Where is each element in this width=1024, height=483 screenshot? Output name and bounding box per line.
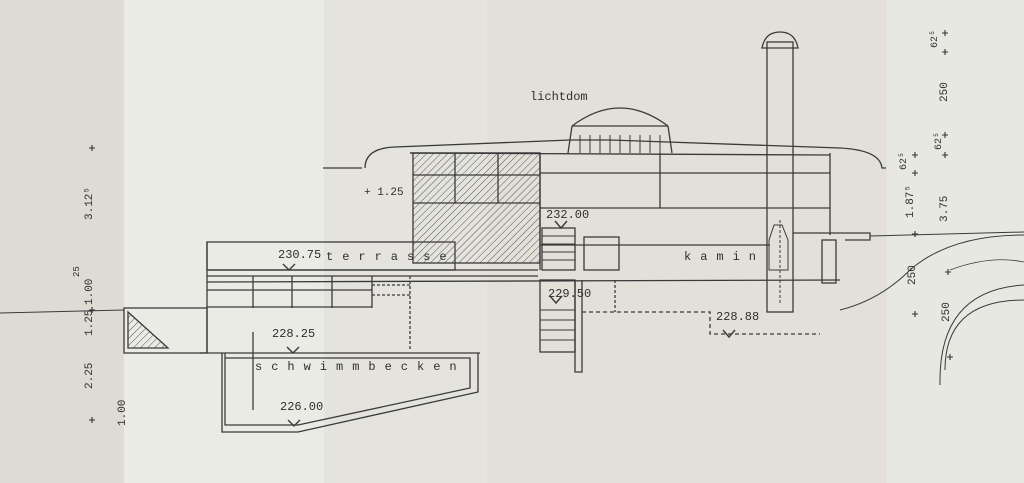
- paper-panel-5: [887, 0, 1024, 483]
- dim-left-b: 1.00: [84, 278, 96, 305]
- paper-panel-1: [0, 0, 124, 483]
- elevation-upper-floor: 232.00: [546, 208, 590, 222]
- elevation-pool-deck: 228.25: [272, 327, 316, 341]
- elevation-lower-floor: 229.50: [548, 287, 592, 301]
- label-skylight: lichtdom: [530, 90, 588, 104]
- dim-right-a: 62⁵: [930, 29, 941, 48]
- dim-right-b: 250: [939, 82, 951, 102]
- elevation-terrace: 230.75: [278, 248, 322, 262]
- dim-right-f: 3.75: [939, 195, 951, 222]
- dim-left-d: 2.25: [84, 362, 96, 389]
- elevation-pool-bottom: 226.00: [280, 400, 324, 414]
- dim-terrain-b: 250: [941, 302, 953, 322]
- label-pool: schwimmbecken: [255, 360, 466, 374]
- dim-left-e: 1.00: [117, 399, 129, 426]
- label-terrace: terrasse: [326, 250, 456, 264]
- dim-right-d: 62⁵: [899, 151, 910, 170]
- dim-right-c: 62⁵: [934, 131, 945, 150]
- dim-left-a: 25: [72, 266, 82, 277]
- dim-right-e: 1.87⁵: [905, 184, 917, 218]
- roof-note: + 1.25: [364, 187, 404, 199]
- dim-left-top: 3.12⁵: [84, 186, 96, 220]
- dim-left-c: 1.25: [84, 309, 96, 336]
- elevation-fireplace-base: 228.88: [716, 310, 760, 324]
- dim-terrain-a: 250: [907, 265, 919, 285]
- label-fireplace: kamin: [684, 250, 766, 264]
- paper-panel-4: [487, 0, 887, 483]
